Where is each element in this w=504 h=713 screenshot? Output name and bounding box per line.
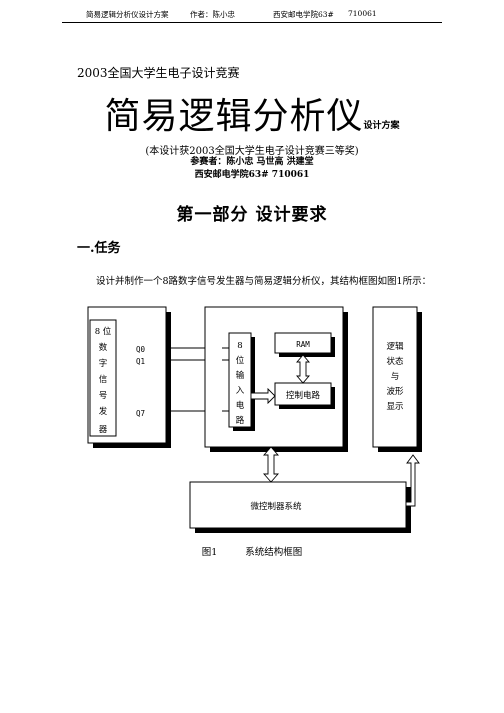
title-suffix: 设计方案 [363,121,400,131]
analyzer-block [204,306,344,448]
control-label: 控制电路 [286,390,321,401]
authors-line: 参赛者：陈小忠 马世高 洪建堂 [190,157,314,167]
mcu-block [189,481,407,529]
input-circuit-block [228,332,252,428]
output-q7: Q7 [136,409,145,418]
mcu-label: 微控制器系统 [250,501,302,512]
generator-label-box [89,319,117,437]
generator-block [87,306,167,444]
header-postcode: 710061 [348,9,377,18]
input-char-4: 电 [236,400,245,411]
figure-caption: 图1 系统结构框图 [0,544,504,558]
ram-label: RAM [296,340,310,349]
gen-char-0: 8 位 [95,326,112,337]
input-char-1: 位 [236,355,245,366]
input-char-5: 路 [236,415,245,426]
mcu-display-arrow [405,454,420,507]
output-q1: Q1 [136,357,145,366]
gen-char-3: 信 [99,374,108,385]
display-char-4: 显示 [386,402,403,412]
input-control-arrow [250,387,276,405]
gen-char-6: 器 [99,425,108,435]
task-paragraph: 设计并制作一个8路数字信号发生器与简易逻辑分析仪，其结构框图如图1所示： [96,276,432,287]
input-char-2: 输 [236,370,245,381]
contest-line: 2003全国大学生电子设计竞赛 [77,66,240,80]
header-rule [62,22,442,23]
ram-block [274,332,332,354]
page-header: 简易逻辑分析仪设计方案 作者：陈小忠 西安邮电学院63# 710061 [0,6,504,24]
display-char-3: 波形 [386,386,404,397]
gen-char-5: 发 [99,406,108,417]
header-author: 作者：陈小忠 [190,10,235,19]
display-char-1: 状态 [386,356,404,367]
display-char-0: 逻辑 [386,341,404,352]
gen-char-2: 字 [99,358,108,369]
part-title: 第一部分 设计要求 [176,205,328,225]
display-block [372,306,418,448]
gen-char-4: 号 [99,391,108,401]
display-char-2: 与 [391,372,400,382]
caption-text: 系统结构框图 [245,547,303,558]
ram-control-arrow [296,354,310,384]
section-title: 一.任务 [77,241,121,256]
award-note: (本设计获2003全国大学生电子设计竞赛三等奖) [145,146,359,157]
input-char-0: 8 [237,341,242,351]
header-school: 西安邮电学院63# [273,10,334,19]
analyzer-mcu-arrow [263,446,279,483]
document-title: 简易逻辑分析仪设计方案 [0,87,504,139]
caption-figure-number: 图1 [201,547,218,558]
title-main: 简易逻辑分析仪 [104,96,364,137]
header-doc-title: 简易逻辑分析仪设计方案 [86,10,169,19]
output-q0: Q0 [136,345,146,354]
gen-char-1: 数 [99,342,108,353]
school-line: 西安邮电学院63# 710061 [194,170,310,180]
input-char-3: 入 [236,386,245,396]
